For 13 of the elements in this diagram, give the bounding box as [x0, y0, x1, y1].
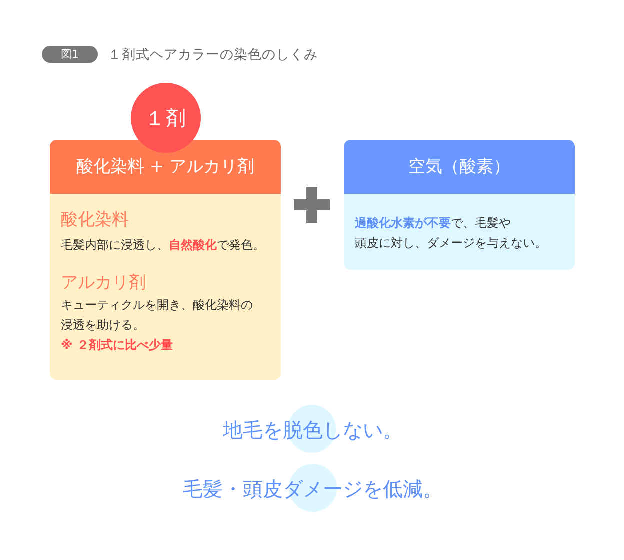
note-text: ※ ２剤式に比べ少量 [61, 337, 174, 354]
card-header: 酸化染料 + アルカリ剤 [50, 140, 281, 194]
figure-title: １剤式ヘアカラーの染色のしくみ [108, 46, 318, 64]
body-text: 過酸化水素が不要で、毛髪や頭皮に対し、ダメージを与えない。 [355, 215, 548, 252]
body-text: キューティクルを開き、酸化染料の浸透を助ける。 [61, 297, 254, 334]
info-card [344, 140, 575, 270]
card-header: 空気（酸素） [344, 140, 575, 194]
body-text: 毛髪内部に浸透し、自然酸化で発色。 [61, 237, 266, 254]
section-heading: アルカリ剤 [61, 272, 147, 295]
section-heading: 酸化染料 [61, 209, 130, 232]
info-card [50, 140, 281, 380]
badge-circle: １剤 [131, 83, 201, 153]
figure-badge: 図1 [42, 46, 98, 63]
